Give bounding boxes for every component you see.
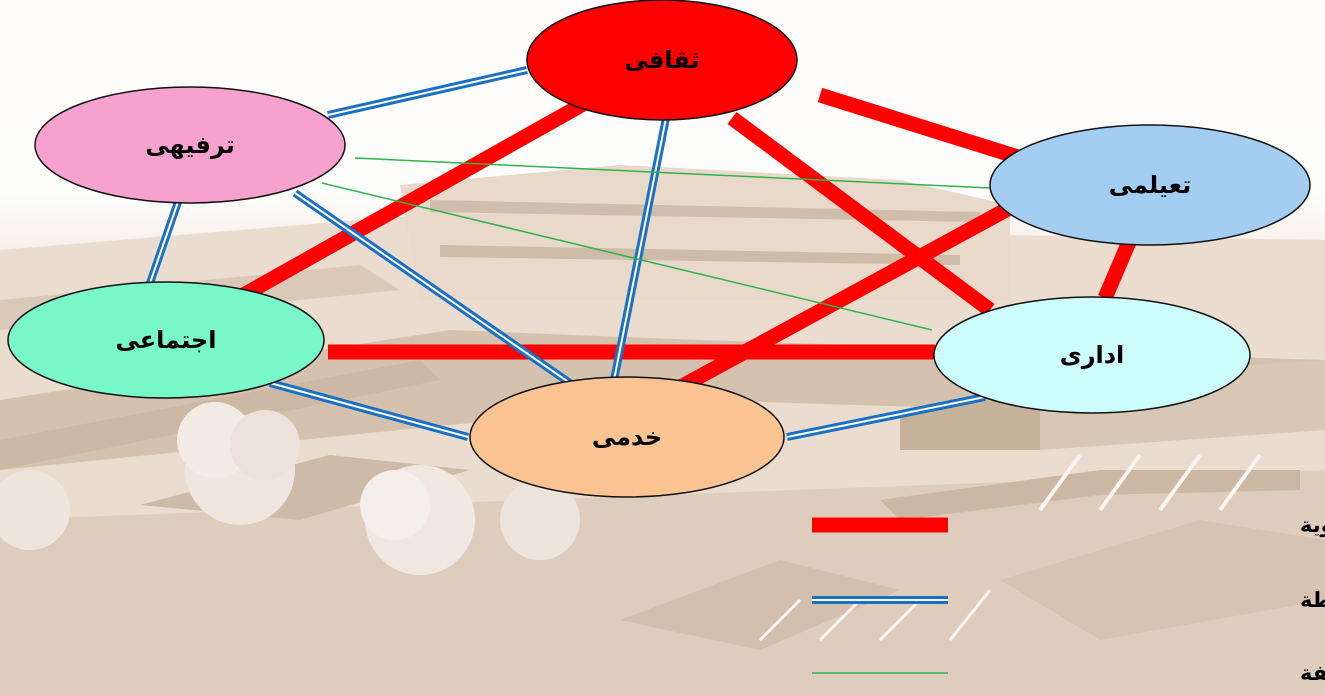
node-educational: تعيلمى (989, 124, 1311, 246)
legend: علاقة قوية علاقة متوسطة علاقة ضعيفة (812, 513, 1325, 685)
node-service: خدمى (469, 376, 785, 498)
relation-cultural-administrative-strong (727, 111, 995, 317)
legend-label-weak: علاقة ضعيفة (1300, 661, 1325, 685)
node-social-shape (7, 281, 325, 399)
legend-item-medium: علاقة متوسطة (812, 588, 1325, 612)
legend-item-weak: علاقة ضعيفة (812, 661, 1325, 685)
node-administrative-shape (933, 296, 1251, 414)
relation-recreational-administrative-weak (321, 182, 933, 331)
function-nodes: ثقافى ترفيهى تعيلمى اجتماعى ادارى خدمى (7, 0, 1311, 498)
node-social: اجتماعى (7, 281, 325, 399)
node-administrative-label: ادارى (1060, 341, 1125, 369)
relationship-lines (146, 66, 1139, 441)
relation-cultural-recreational-medium (327, 66, 528, 119)
node-recreational: ترفيهى (34, 86, 346, 204)
node-educational-label: تعيلمى (1109, 171, 1192, 199)
legend-item-strong: علاقة قوية (812, 513, 1325, 537)
relation-cultural-social-strong (236, 96, 589, 304)
legend-label-medium: علاقة متوسطة (1300, 588, 1325, 612)
legend-label-strong: علاقة قوية (1300, 513, 1325, 537)
relation-cultural-service-medium (609, 107, 672, 386)
node-recreational-shape (34, 86, 346, 204)
node-cultural-shape (526, 0, 798, 121)
node-social-label: اجتماعى (115, 326, 216, 354)
relation-service-administrative-medium (786, 393, 986, 441)
node-administrative: ادارى (933, 296, 1251, 414)
relation-recreational-educational-weak (354, 157, 991, 189)
relation-recreational-service-medium (292, 189, 583, 394)
node-cultural-label: ثقافى (624, 46, 699, 74)
node-cultural: ثقافى (526, 0, 798, 121)
relation-recreational-social-medium (146, 200, 182, 285)
node-service-shape (469, 376, 785, 498)
node-service-label: خدمى (592, 423, 662, 451)
node-recreational-label: ترفيهى (145, 131, 235, 159)
relation-educational-administrative-strong (1098, 232, 1139, 301)
relation-cultural-educational-strong (817, 87, 1021, 165)
relation-social-service-medium (268, 379, 470, 441)
node-educational-shape (989, 124, 1311, 246)
